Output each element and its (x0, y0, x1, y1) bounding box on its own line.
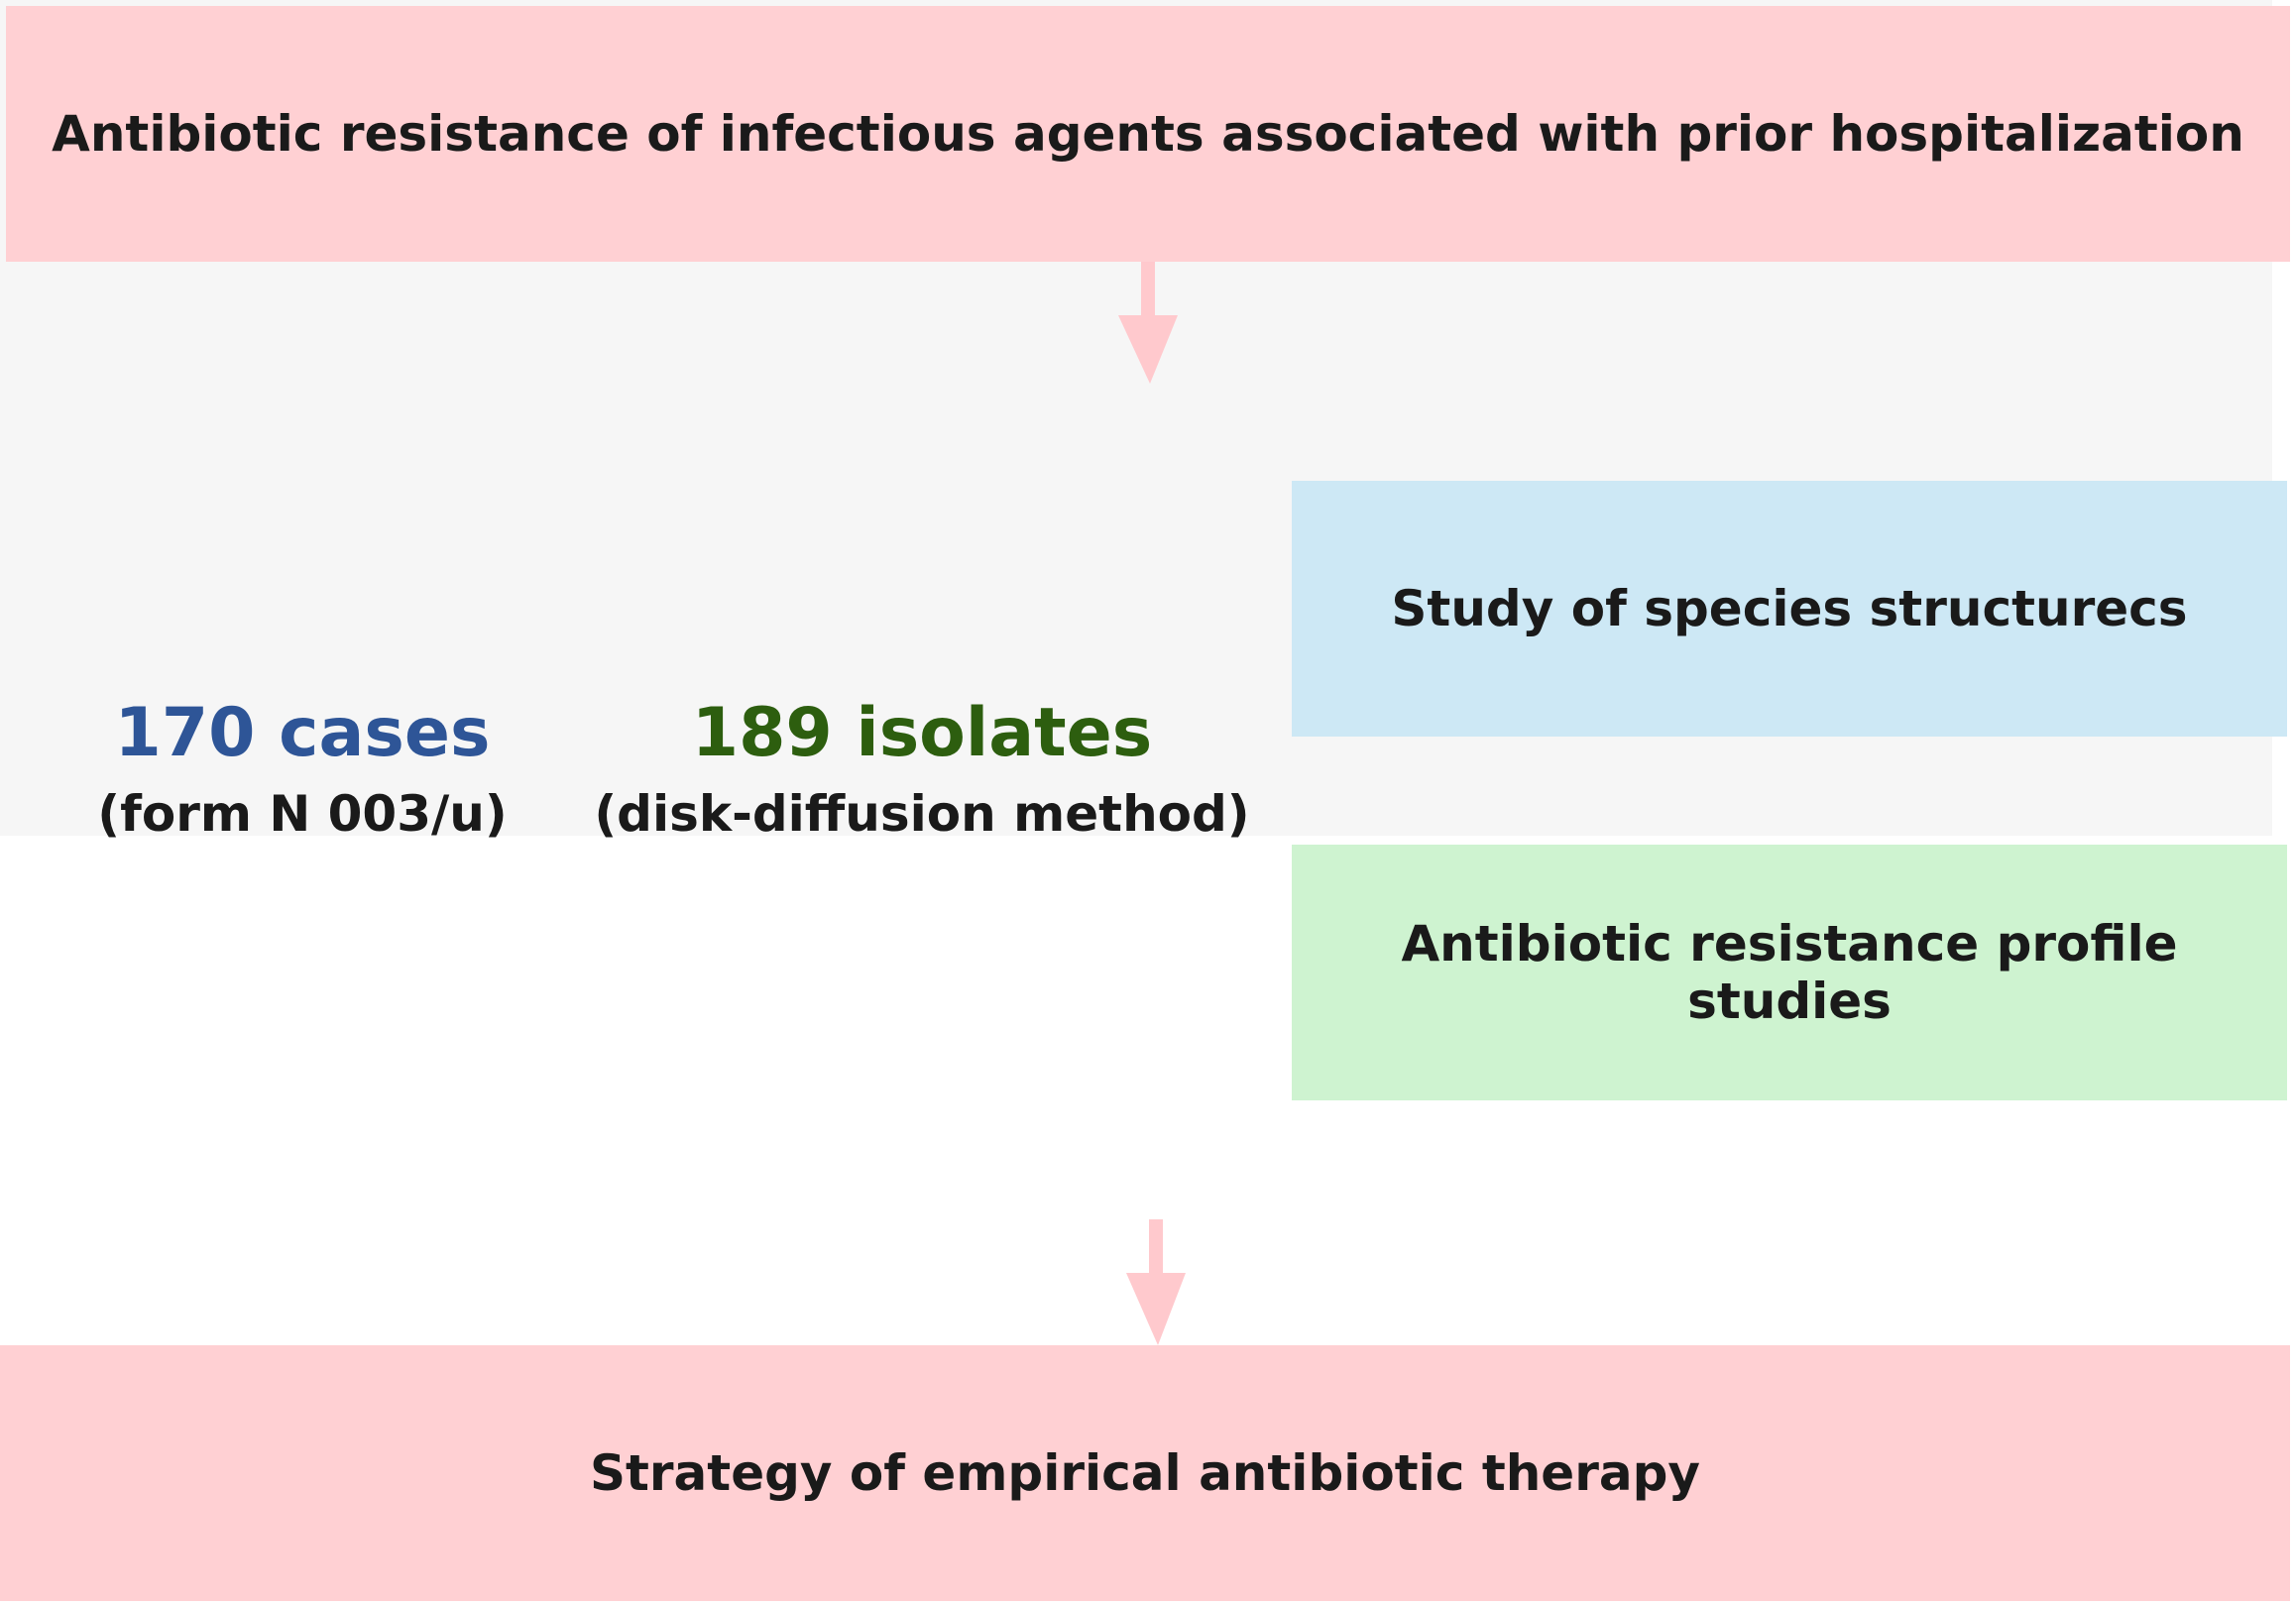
cases-stat: 170 cases (form N 003/u) (69, 694, 535, 847)
top-box: Antibiotic resistance of infectious agen… (6, 6, 2290, 262)
bottom-box: Strategy of empirical antibiotic therapy (0, 1345, 2290, 1601)
cases-value: 170 cases (114, 694, 491, 772)
isolates-value: 189 isolates (691, 694, 1153, 772)
species-structure-label: Study of species structurecs (1391, 580, 2188, 637)
isolates-stat: 189 isolates (disk-diffusion method) (575, 694, 1269, 847)
bottom-box-label: Strategy of empirical antibiotic therapy (589, 1444, 1701, 1502)
species-structure-box: Study of species structurecs (1292, 481, 2287, 737)
cases-source: (form N 003/u) (97, 785, 508, 843)
isolates-method: (disk-diffusion method) (594, 785, 1250, 843)
resistance-profile-box: Antibiotic resistance profile studies (1292, 845, 2287, 1100)
top-box-label: Antibiotic resistance of infectious agen… (52, 105, 2244, 163)
arrow-middle-to-bottom (1126, 1219, 1186, 1345)
resistance-profile-label: Antibiotic resistance profile studies (1401, 915, 2178, 1030)
